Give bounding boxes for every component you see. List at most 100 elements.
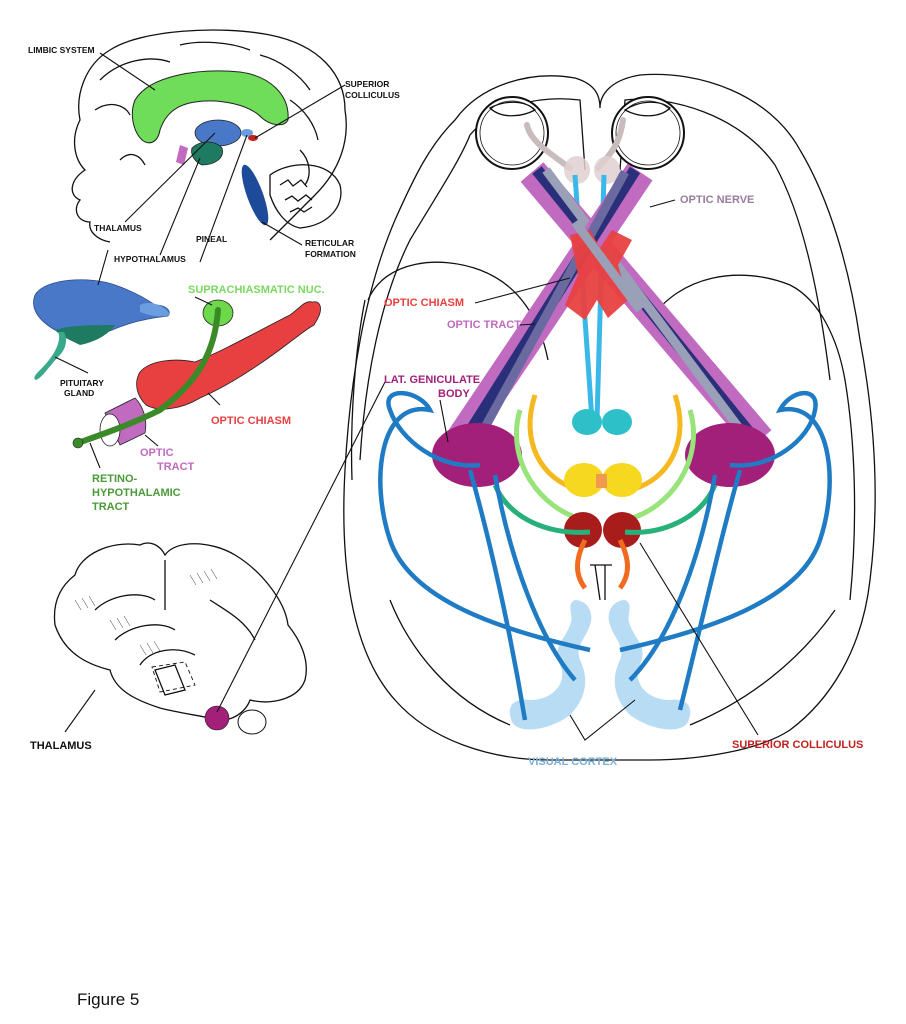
pointer-thalamus [124, 132, 216, 223]
right-eyeball [611, 96, 685, 170]
radiation-right-2 [677, 469, 743, 711]
label-lgn-2: BODY [438, 388, 470, 400]
label-visual-cortex: VISUAL CORTEX [528, 756, 618, 768]
medial-geniculate [237, 709, 267, 735]
pointer-reticular [261, 221, 303, 246]
pointer-superior-colliculus [639, 542, 759, 736]
label-optic-nerve: OPTIC NERVE [680, 194, 754, 206]
label-pineal: PINEAL [196, 234, 227, 244]
radiation-right-loop [619, 390, 832, 653]
pointer-limbic [99, 52, 156, 91]
head-outline [71, 29, 347, 243]
label-superior-colliculus: SUPERIOR [345, 79, 389, 89]
optic-chiasm-detail [136, 301, 321, 410]
thalamus-sagittal [194, 119, 242, 147]
figure-caption: Figure 5 [77, 990, 140, 1009]
pointer-pineal [199, 134, 248, 263]
label-pituitary: PITUITARY [60, 378, 104, 388]
pointer-rht [89, 442, 101, 469]
pointer-sc [254, 84, 346, 139]
optic-chiasm-x [565, 230, 632, 320]
sc-right [603, 512, 641, 548]
cerebellum-folia [279, 179, 313, 213]
strip-right-slate [474, 169, 629, 443]
label-rht-3: TRACT [92, 501, 130, 513]
lateral-geniculate-thalamus [204, 705, 230, 731]
rht-end [72, 437, 84, 449]
optic-crossing [447, 162, 772, 450]
left-eye-pad [564, 156, 590, 184]
scn-right [602, 409, 632, 435]
label-reticular-formation: RETICULAR [305, 238, 354, 248]
thalamus-inner-lines [94, 560, 256, 696]
hypothalamus-sagittal [191, 141, 223, 166]
occipital-outline [389, 599, 836, 726]
optic-chiasm-sagittal [176, 145, 188, 165]
pointer-optic-tract [144, 434, 159, 447]
limbic-system [131, 70, 289, 144]
pointer-lgn [439, 399, 449, 443]
pointer-optic-chiasm [474, 277, 571, 304]
label-rht-2: HYPOTHALAMIC [92, 487, 181, 499]
pineal-yellow-left [564, 463, 604, 497]
pointer-pituitary [54, 356, 89, 374]
midbrain-lines [590, 564, 612, 601]
lgn-right [685, 423, 775, 487]
radiation-left-3 [492, 474, 577, 682]
left-eye [475, 96, 590, 184]
pineal-center [596, 474, 607, 488]
right-lens [623, 101, 671, 117]
pointer-scn [194, 296, 213, 306]
left-lens [488, 101, 537, 117]
label-optic-tract-detail: OPTIC [140, 447, 174, 459]
right-eyeball-inner [615, 100, 681, 166]
label-superior-colliculus-axial: SUPERIOR COLLICULUS [732, 739, 863, 751]
pituitary-gland [34, 332, 67, 380]
thalamus-dashed [151, 661, 196, 693]
label-optic-tract: OPTIC TRACT [447, 319, 521, 331]
label-reticular-formation-2: FORMATION [305, 249, 356, 259]
orange-left [575, 538, 588, 590]
brain-gyri [94, 41, 319, 186]
radiation-left-loop [378, 390, 591, 653]
hypothalamus-detail: PITUITARY GLAND SUPRACHIASMATIC NUC. OPT… [33, 249, 325, 513]
strip-left-grey-over [571, 219, 644, 313]
left-eyeball-inner [479, 100, 545, 166]
label-thalamus: THALAMUS [94, 223, 142, 233]
label-suprachiasmatic-nuc: SUPRACHIASMATIC NUC. [188, 284, 325, 296]
temporal-lobe-right [649, 274, 856, 601]
thalamus-hatching [74, 568, 218, 656]
visual-cortex-right [608, 600, 691, 730]
thalamus-detail: THALAMUS [30, 381, 386, 752]
hypothalamus-teal [55, 325, 115, 345]
radiation-left-2 [467, 469, 528, 721]
pointer-lgn-long [216, 381, 386, 713]
cerebellum [269, 164, 342, 229]
green-light-left [513, 409, 586, 523]
orange-right [617, 538, 630, 590]
left-eyeball [475, 96, 549, 170]
label-hypothalamus: HYPOTHALAMUS [114, 254, 186, 264]
strip-left-grey [542, 167, 752, 443]
superior-colliculus-sagittal [248, 135, 258, 141]
label-optic-chiasm-detail: OPTIC CHIASM [211, 415, 291, 427]
pointer-optic-nerve [649, 199, 676, 208]
thalamus-nuclei-outline [53, 542, 307, 721]
pointer-visual-cortex [569, 699, 636, 741]
label-optic-chiasm: OPTIC CHIASM [384, 297, 464, 309]
pointer-hypothalamus [159, 157, 201, 256]
label-pituitary-2: GLAND [64, 388, 94, 398]
pointer-chiasm [207, 392, 221, 406]
pointer-optic-tract [519, 323, 536, 326]
axial-outer-outline [343, 73, 876, 761]
label-lgn: LAT. GENICULATE [384, 374, 480, 386]
pointer-thalamus-2 [97, 249, 109, 286]
visual-cortex-left [509, 600, 592, 730]
label-superior-colliculus-2: COLLICULUS [345, 90, 400, 100]
pointer-thalamus-3 [64, 689, 96, 733]
pineal-light [140, 303, 170, 317]
pineal-body [241, 129, 253, 137]
label-thalamus-detail: THALAMUS [30, 740, 92, 752]
lgn-left [432, 423, 522, 487]
